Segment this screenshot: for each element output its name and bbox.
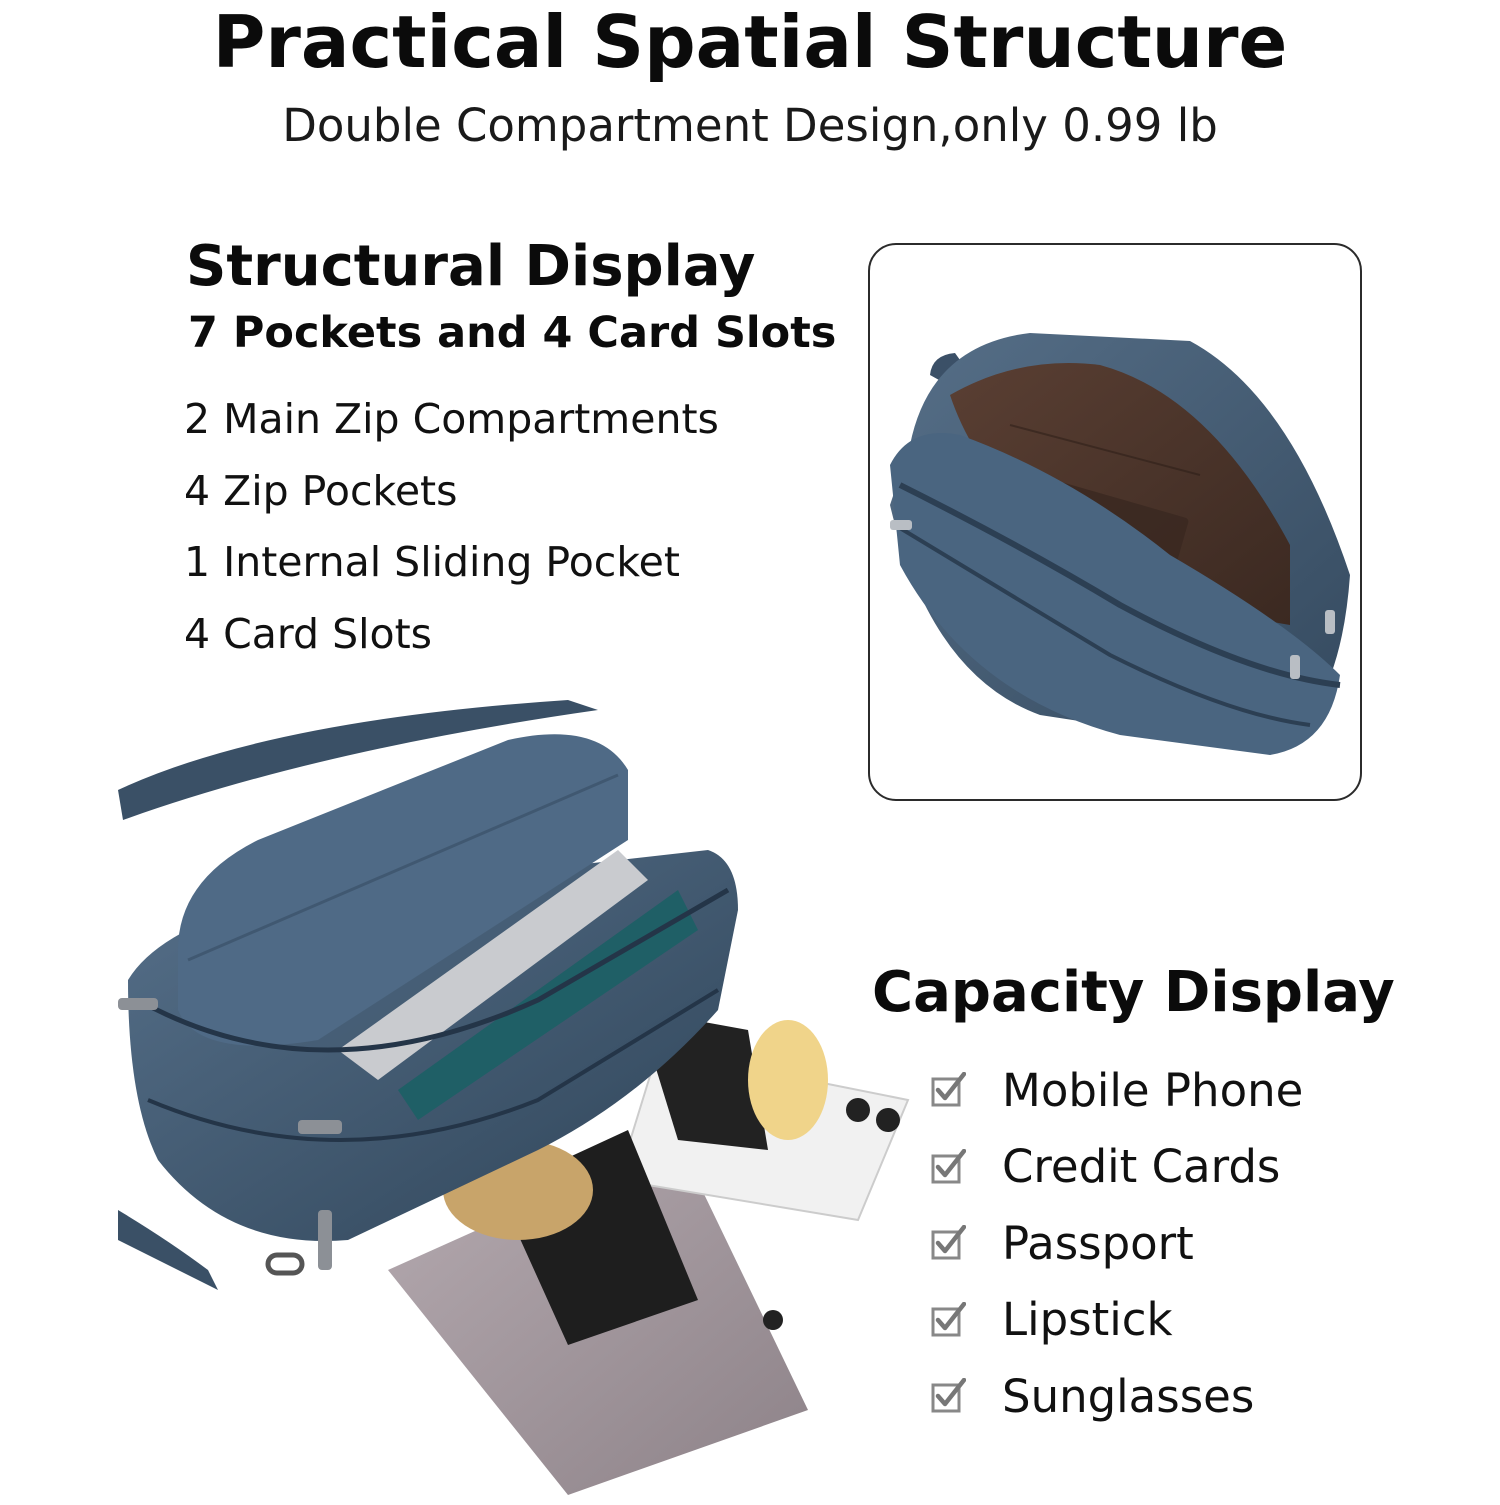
feature-item: 1 Internal Sliding Pocket: [184, 538, 680, 586]
checkbox-check-icon: [931, 1301, 966, 1337]
feature-item: 2 Main Zip Compartments: [184, 395, 719, 443]
capacity-item: Passport: [930, 1205, 1303, 1282]
bag-with-contents-illustration: [118, 700, 910, 1495]
capacity-item-label: Mobile Phone: [1002, 1063, 1304, 1117]
capacity-item: Credit Cards: [930, 1129, 1303, 1206]
capacity-item: Mobile Phone: [930, 1052, 1303, 1129]
capacity-item-label: Lipstick: [1002, 1293, 1173, 1347]
open-bag-illustration: [890, 333, 1350, 755]
structural-display-title: Structural Display: [186, 234, 756, 299]
bag-with-contents-photo: [118, 680, 928, 1500]
capacity-item-label: Sunglasses: [1002, 1369, 1255, 1423]
open-bag-inset: [868, 243, 1362, 801]
checkbox-check-icon: [931, 1378, 966, 1413]
capacity-item-label: Credit Cards: [1002, 1140, 1281, 1194]
structural-display-subtitle: 7 Pockets and 4 Card Slots: [188, 308, 837, 358]
capacity-item: Sunglasses: [930, 1358, 1303, 1435]
capacity-display-title: Capacity Display: [872, 960, 1395, 1025]
capacity-list: Mobile Phone Credit Cards Passport Lipst…: [930, 1052, 1303, 1435]
capacity-item: Lipstick: [930, 1282, 1303, 1359]
checkbox-check-icon: [931, 1148, 966, 1184]
page-title: Practical Spatial Structure: [212, 0, 1288, 84]
checkbox-check-icon: [931, 1072, 966, 1107]
feature-item: 4 Zip Pockets: [184, 466, 458, 515]
feature-list: 2 Main Zip Compartments 4 Zip Pockets 1 …: [184, 384, 719, 670]
feature-item: 4 Card Slots: [184, 609, 433, 658]
page-subtitle: Double Compartment Design,only 0.99 lb: [282, 99, 1218, 152]
checkbox-check-icon: [931, 1225, 966, 1260]
capacity-item-label: Passport: [1002, 1216, 1194, 1270]
